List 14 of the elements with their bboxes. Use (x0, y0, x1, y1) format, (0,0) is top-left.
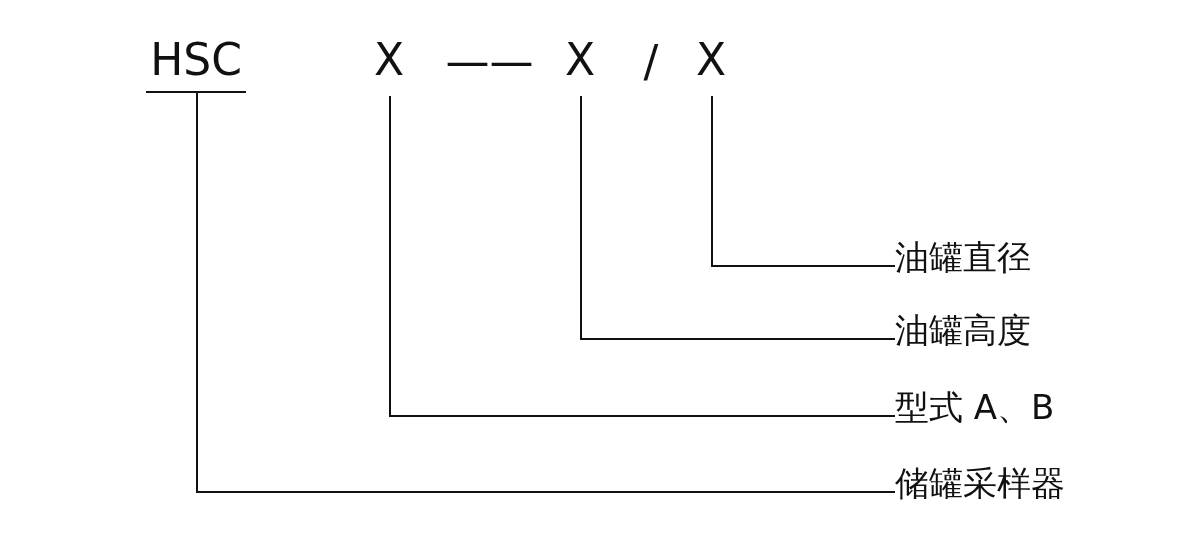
leader-line (580, 95, 896, 340)
field-description: 型式 A、B (895, 390, 1115, 430)
code-letter: X (563, 38, 597, 96)
field-description: 油罐高度 (895, 313, 1085, 353)
field-description: 储罐采样器 (895, 466, 1125, 506)
code-letter: X (372, 38, 406, 96)
field-description: 油罐直径 (895, 240, 1085, 280)
dash-separator: —— (444, 40, 535, 84)
slash-separator: / (642, 40, 660, 84)
leader-line (711, 95, 896, 267)
leader-line (196, 92, 896, 493)
series-code: HSC (146, 38, 246, 93)
leader-line (389, 95, 896, 417)
code-letter: X (694, 38, 728, 96)
